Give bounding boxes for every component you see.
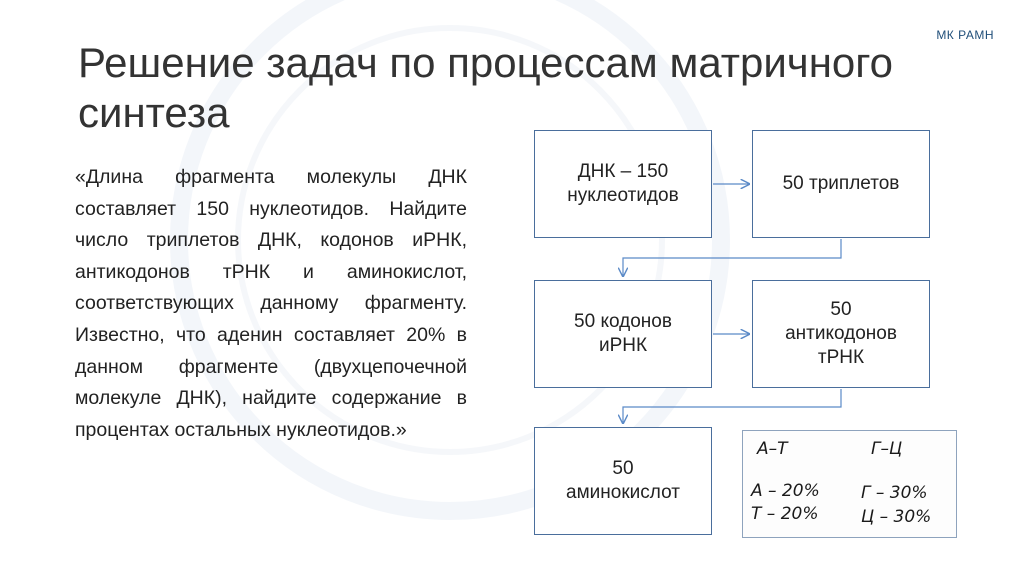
box-amino-acids: 50 аминокислот [534,427,712,535]
note-thymine: Т – 20% [751,504,819,524]
note-pair-at: А–Т [757,439,788,459]
note-adenine: А – 20% [751,481,820,501]
box-dna-label: ДНК – 150 нуклеотидов [567,161,679,206]
box-triplets-label: 50 триплетов [782,173,900,194]
note-pair-gc: Г–Ц [871,439,903,459]
brand-label: МК РАМН [936,28,994,42]
box-amino-acids-label: 50 аминокислот [566,458,680,503]
box-dna: ДНК – 150 нуклеотидов [534,130,712,238]
task-text: «Длина фрагмента молекулы ДНК составляет… [75,166,467,441]
box-anticodons: 50 антикодонов тРНК [752,280,930,388]
box-codons-label: 50 кодонов иРНК [574,311,672,356]
box-triplets: 50 триплетов [752,130,930,238]
note-cytosine: Ц – 30% [861,507,932,527]
note-guanine: Г – 30% [861,483,928,503]
slide-title: Решение задач по процессам матричного си… [78,39,894,136]
handwritten-note: А–Т Г–Ц А – 20% Т – 20% Г – 30% Ц – 30% [742,430,957,538]
box-codons: 50 кодонов иРНК [534,280,712,388]
box-anticodons-label: 50 антикодонов тРНК [785,299,897,368]
